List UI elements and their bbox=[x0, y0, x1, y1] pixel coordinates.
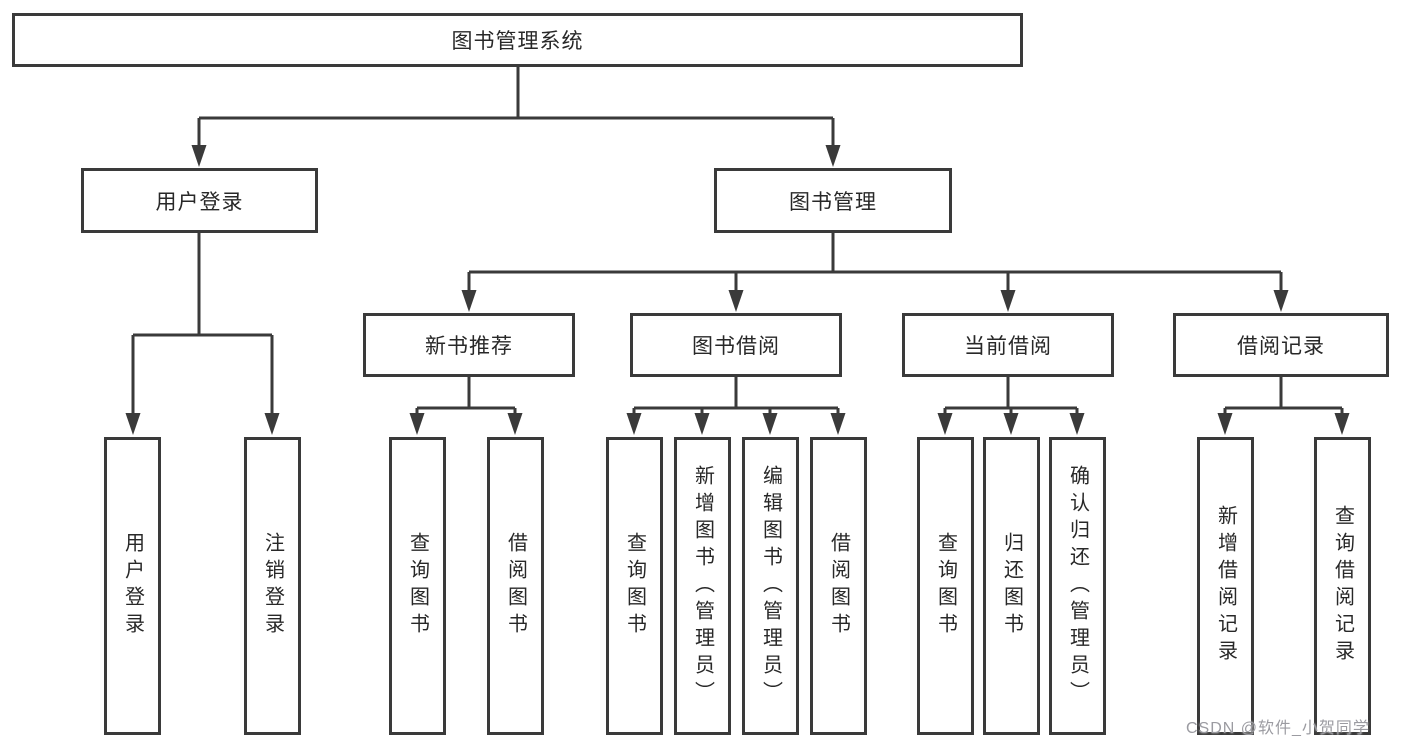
node-borrow-records: 借阅记录 bbox=[1173, 313, 1389, 377]
node-label: 图书借阅 bbox=[692, 335, 780, 358]
leaf-edit-book-admin: 编辑图书（管理员） bbox=[742, 437, 799, 735]
arrowheads bbox=[125, 145, 1350, 435]
node-label: 借阅记录 bbox=[1237, 335, 1325, 358]
leaf-label: 查询图书 bbox=[623, 532, 646, 640]
leaf-add-book-admin: 新增图书（管理员） bbox=[674, 437, 731, 735]
leaf-query-books-recommend: 查询图书 bbox=[389, 437, 446, 735]
leaf-query-borrow-record: 查询借阅记录 bbox=[1314, 437, 1371, 735]
node-label: 当前借阅 bbox=[964, 335, 1052, 358]
leaf-user-login: 用户登录 bbox=[104, 437, 161, 735]
leaf-label: 查询图书 bbox=[406, 532, 429, 640]
connector-current-to-leaves bbox=[943, 377, 1079, 418]
node-current-borrowing: 当前借阅 bbox=[902, 313, 1114, 377]
leaf-logout: 注销登录 bbox=[244, 437, 301, 735]
node-new-book-recommend: 新书推荐 bbox=[363, 313, 575, 377]
leaf-confirm-return-admin: 确认归还（管理员） bbox=[1049, 437, 1106, 735]
leaf-label: 借阅图书 bbox=[827, 532, 850, 640]
node-root-system: 图书管理系统 bbox=[12, 13, 1023, 67]
connector-records-to-leaves bbox=[1223, 377, 1344, 418]
node-label: 新书推荐 bbox=[425, 335, 513, 358]
connector-recommend-to-leaves bbox=[415, 377, 517, 418]
leaf-query-books-borrowing: 查询图书 bbox=[606, 437, 663, 735]
csdn-watermark: CSDN @软件_小贺同学 bbox=[1186, 720, 1370, 737]
leaf-label: 新增图书（管理员） bbox=[691, 464, 714, 708]
connector-mgmt-to-level3 bbox=[467, 232, 1283, 295]
leaf-label: 用户登录 bbox=[121, 532, 144, 640]
connector-login-to-leaves bbox=[131, 232, 274, 418]
connector-borrowing-to-leaves bbox=[632, 377, 840, 418]
node-label: 用户登录 bbox=[155, 190, 244, 214]
node-book-management: 图书管理 bbox=[714, 168, 952, 233]
node-user-login: 用户登录 bbox=[81, 168, 318, 233]
leaf-label: 查询图书 bbox=[934, 532, 957, 640]
leaf-label: 确认归还（管理员） bbox=[1066, 464, 1089, 708]
node-label: 图书管理 bbox=[789, 190, 877, 214]
node-label: 图书管理系统 bbox=[451, 30, 584, 53]
leaf-query-books-current: 查询图书 bbox=[917, 437, 974, 735]
leaf-label: 借阅图书 bbox=[504, 532, 527, 640]
leaf-borrow-books-borrowing: 借阅图书 bbox=[810, 437, 867, 735]
leaf-label: 注销登录 bbox=[261, 532, 284, 640]
leaf-label: 新增借阅记录 bbox=[1214, 505, 1237, 667]
leaf-add-borrow-record: 新增借阅记录 bbox=[1197, 437, 1254, 735]
leaf-borrow-books-recommend: 借阅图书 bbox=[487, 437, 544, 735]
node-book-borrowing: 图书借阅 bbox=[630, 313, 842, 377]
leaf-label: 编辑图书（管理员） bbox=[759, 464, 782, 708]
leaf-label: 归还图书 bbox=[1000, 532, 1023, 640]
connector-root-to-level2 bbox=[197, 67, 835, 150]
leaf-return-book: 归还图书 bbox=[983, 437, 1040, 735]
leaf-label: 查询借阅记录 bbox=[1331, 505, 1354, 667]
